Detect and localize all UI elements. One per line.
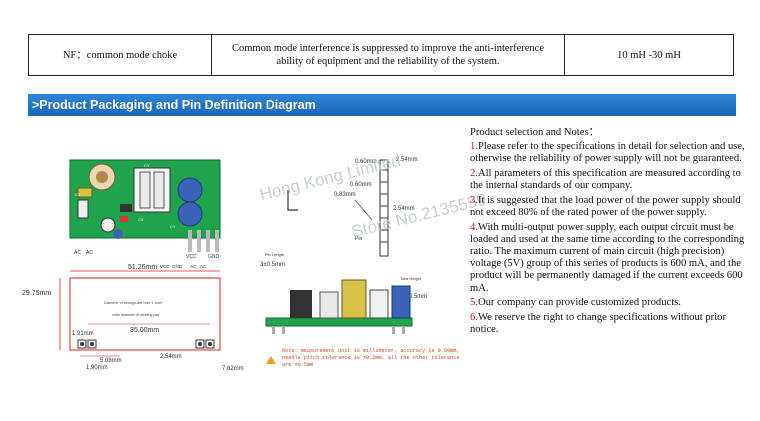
warning-icon xyxy=(266,356,276,364)
spec-value-cell: 10 mH -30 mH xyxy=(564,34,734,76)
pcb-dimension-drawing: 51.26mm 29.75mm Diameter of through-line… xyxy=(22,264,244,372)
dim-35: 35.00mm xyxy=(130,327,159,334)
label-cy-bottom: CY xyxy=(170,224,176,229)
dim-1-90: 1.90mm xyxy=(86,365,108,371)
dim-height: 29.75mm xyxy=(22,290,51,297)
side-pin-ac2: AC xyxy=(200,264,207,269)
product-notes: Product selection and Notes： 1.Please re… xyxy=(470,127,748,339)
list-item: 4.With multi-output power supply, each o… xyxy=(470,221,745,294)
dim-7-62: 7.62mm xyxy=(222,366,244,372)
pin-label-gnd: GND xyxy=(208,254,220,260)
list-item: 5.Our company can provide customized pro… xyxy=(470,297,681,309)
pin-label-ac1: AC xyxy=(74,250,81,256)
total-height-label: Total Height xyxy=(400,276,422,281)
hole-text-2: outer diameter of welding pad xyxy=(112,313,159,317)
pin-label: Pin xyxy=(355,236,362,242)
pin-label-ac2: AC xyxy=(86,250,93,256)
dim-5-08: 5.08mm xyxy=(100,358,122,364)
pin-length-label: Pin Length xyxy=(265,252,284,257)
list-item: 2.All parameters of this specification a… xyxy=(470,168,741,192)
label-c1: C1 xyxy=(75,192,81,197)
measurement-note: Note: measurement unit is millimeter, ac… xyxy=(266,348,460,368)
side-pin-labels: AC AC VCC GND xyxy=(160,264,207,269)
dim-width: 51.26mm xyxy=(128,264,157,271)
pin-dim-060a: 0.60mm xyxy=(355,159,377,165)
pin-label-vcc: VCC xyxy=(186,254,197,260)
pcb-side-view: Pin Length 3±0.5mm Total Height 20.5±0.5… xyxy=(260,252,427,334)
list-item: 6.We reserve the right to change specifi… xyxy=(470,311,726,335)
spec-name-cell: NF：common mode choke xyxy=(28,34,212,76)
side-pin-ac1: AC xyxy=(190,264,197,269)
pin-dim-060b: 0.60mm xyxy=(350,182,372,188)
section-banner: >Product Packaging and Pin Definition Di… xyxy=(28,94,736,116)
side-pin-gnd: GND xyxy=(172,264,183,269)
pin-dim-254b: 2.54mm xyxy=(393,206,415,212)
label-cx: CX xyxy=(138,217,144,222)
table-row: NF：common mode choke Common mode interfe… xyxy=(28,34,734,76)
dim-1-91: 1.91mm xyxy=(72,331,94,337)
label-cy: CY xyxy=(144,163,150,168)
side-pin-vcc: VCC xyxy=(160,264,170,269)
list-item: 3.It is suggested that the load power of… xyxy=(470,194,741,218)
pin-dim-254a: 2.54mm xyxy=(396,157,418,163)
pin-detail: 0.60mm 2.54mm 0.60mm 0.83mm 2.54mm Pin xyxy=(287,157,418,257)
notes-title: Product selection and Notes： xyxy=(470,127,600,138)
dim-2-54: 2.54mm xyxy=(160,354,182,360)
list-item: 1.Please refer to the specifications in … xyxy=(470,141,745,165)
hole-text-1: Diameter of through-line hole 1.1mm xyxy=(104,301,162,305)
spec-table: NF：common mode choke Common mode interfe… xyxy=(28,34,734,76)
pin-definition-diagram: CY CX CY C1 AC AC VCC GND 51.26mm 29.75m… xyxy=(22,157,460,372)
pin-dim-083: 0.83mm xyxy=(334,192,356,198)
pcb-top-view: CY CX CY C1 AC AC VCC GND xyxy=(69,159,221,260)
dim-20-5: 20.5±0.5mm xyxy=(394,294,427,300)
dim-3: 3±0.5mm xyxy=(260,262,285,268)
note-text: Note: measurement unit is millimeter, ac… xyxy=(282,348,460,368)
spec-description-cell: Common mode interference is suppressed t… xyxy=(211,34,565,76)
